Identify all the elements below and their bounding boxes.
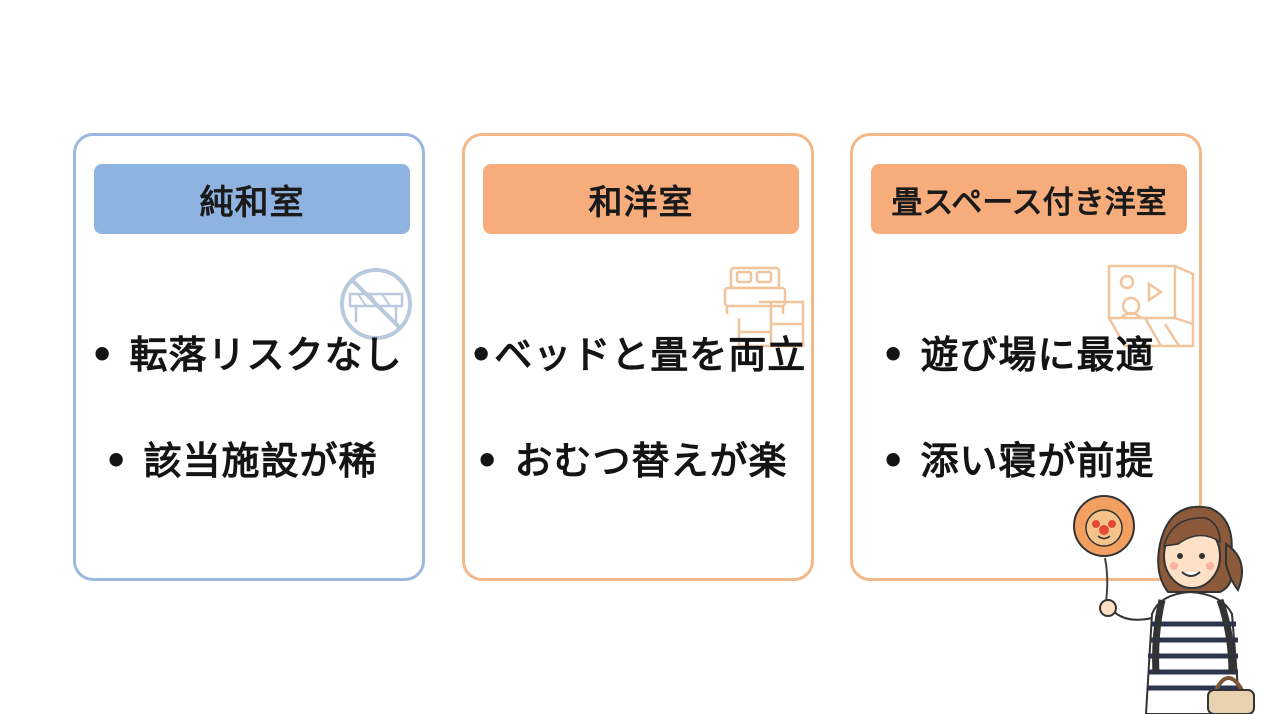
card-title: 畳スペース付き洋室 <box>871 164 1187 234</box>
card-wayoushitsu: 和洋室 •ベッドと畳を両立 • おむつ替えが楽 <box>462 133 814 581</box>
bullet-item: • おむつ替えが楽 <box>475 439 788 483</box>
bullet-item: • 遊び場に最適 <box>881 333 1155 377</box>
card-tatami-space-youshitsu: 畳スペース付き洋室 • 遊び場に最適 • 添い寝が前提 <box>850 133 1202 581</box>
bed-on-tatami-icon <box>723 266 805 348</box>
no-entry-barrier-icon <box>340 268 412 340</box>
card-title: 和洋室 <box>483 164 799 234</box>
room-with-child-play-icon <box>1107 264 1195 348</box>
bullet-item: • 転落リスクなし <box>90 333 403 377</box>
card-title: 純和室 <box>94 164 410 234</box>
bullet-item: • 添い寝が前提 <box>881 439 1155 483</box>
card-jun-washitsu: 純和室 • 転落リスクなし • 該当施設が稀 <box>73 133 425 581</box>
woman-with-balloon-illustration <box>1073 495 1255 714</box>
bullet-item: •ベッドと畳を両立 <box>469 333 807 377</box>
bullet-item: • 該当施設が稀 <box>104 439 378 483</box>
